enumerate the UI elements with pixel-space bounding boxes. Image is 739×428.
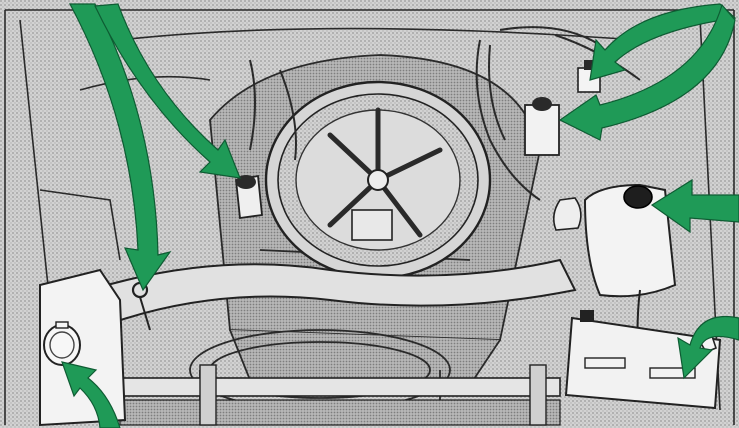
washer-reservoir-icon <box>39 268 127 427</box>
arrow-to-oil-filler-icon <box>94 3 241 179</box>
arrow-to-brake-fluid-icon <box>558 3 736 141</box>
arrow-to-battery-icon <box>677 315 739 380</box>
indicator-arrows <box>61 3 739 428</box>
hoses <box>249 26 641 201</box>
arrow-to-coolant-icon <box>650 178 739 234</box>
radiator-hose <box>58 258 577 337</box>
arrow-to-washer-icon <box>61 361 121 428</box>
oil-filler-icon <box>235 174 263 220</box>
air-cleaner-icon <box>264 80 492 280</box>
arrow-to-dipstick-icon <box>68 3 172 292</box>
arrow-to-brake-fluid-small-icon <box>589 3 737 81</box>
brake-fluid-reservoir-icon <box>524 60 601 156</box>
coolant-reservoir-icon <box>552 183 677 381</box>
